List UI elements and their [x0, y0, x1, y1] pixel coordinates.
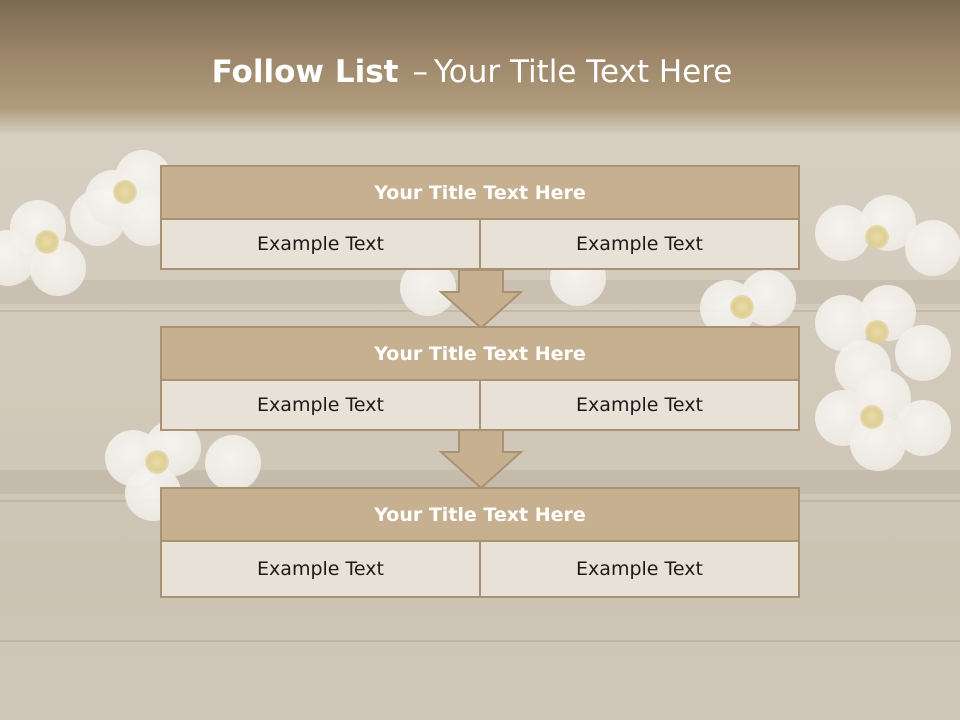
step-cells: Example Text Example Text [160, 220, 800, 270]
process-step-3: Your Title Text Here Example Text Exampl… [160, 487, 800, 598]
step-cells: Example Text Example Text [160, 542, 800, 598]
step-cell-right: Example Text [481, 381, 800, 431]
step-cell-right: Example Text [481, 220, 800, 270]
title-separator: – [412, 54, 428, 90]
step-cell-left: Example Text [160, 542, 481, 598]
wood-plank-line [0, 640, 960, 642]
step-cell-left: Example Text [160, 381, 481, 431]
process-step-2: Your Title Text Here Example Text Exampl… [160, 326, 800, 431]
step-title: Your Title Text Here [160, 165, 800, 220]
header-band [0, 0, 960, 135]
step-title: Your Title Text Here [160, 487, 800, 542]
slide-title: Follow List–Your Title Text Here [0, 54, 944, 90]
step-title: Your Title Text Here [160, 326, 800, 381]
step-cells: Example Text Example Text [160, 381, 800, 431]
step-cell-left: Example Text [160, 220, 481, 270]
down-arrow-icon [439, 270, 523, 330]
down-arrow-icon [439, 430, 523, 490]
process-step-1: Your Title Text Here Example Text Exampl… [160, 165, 800, 270]
title-rest: Your Title Text Here [433, 54, 733, 90]
title-bold: Follow List [211, 54, 399, 90]
step-cell-right: Example Text [481, 542, 800, 598]
